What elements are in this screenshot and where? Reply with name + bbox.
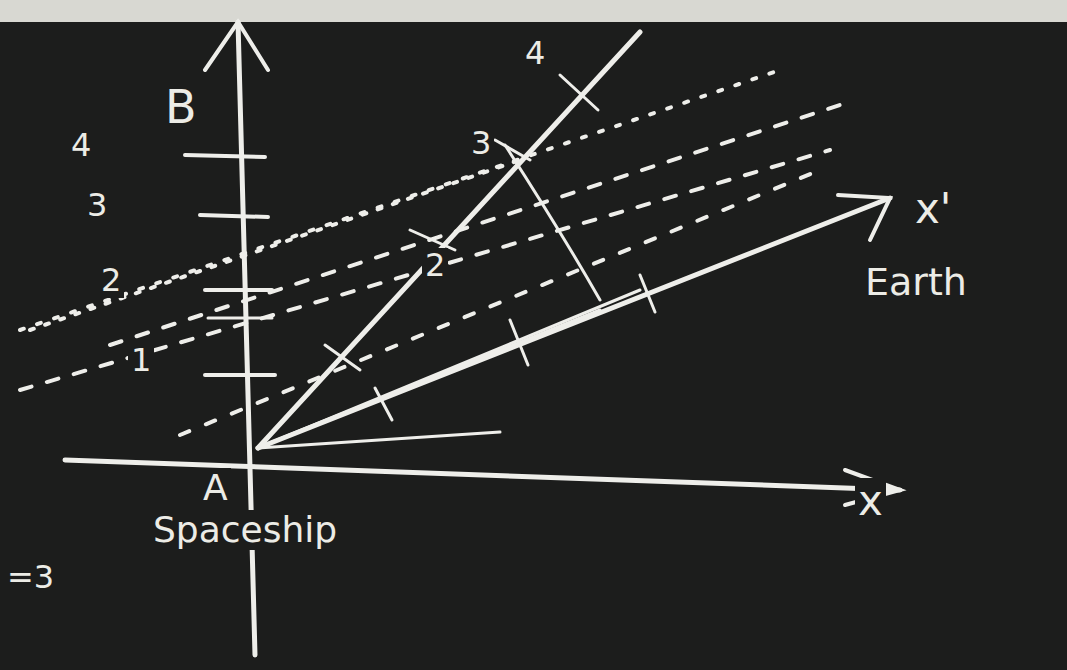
note-label: =3 <box>4 560 57 595</box>
event-label: A <box>200 468 231 508</box>
label: B <box>162 82 200 133</box>
tick-number: 4 <box>522 36 548 71</box>
tick-number: 3 <box>84 188 110 223</box>
tick-number: 3 <box>468 126 494 161</box>
axis-label: Earth <box>862 262 970 304</box>
object-label: Spaceship <box>150 510 340 550</box>
axis-label: x' <box>912 186 954 232</box>
tick-number: 1 <box>128 343 154 378</box>
tick-number: 2 <box>98 263 124 298</box>
tick-number: 2 <box>422 248 448 283</box>
axis-label: x <box>855 478 886 524</box>
tick-number: 4 <box>68 128 94 163</box>
